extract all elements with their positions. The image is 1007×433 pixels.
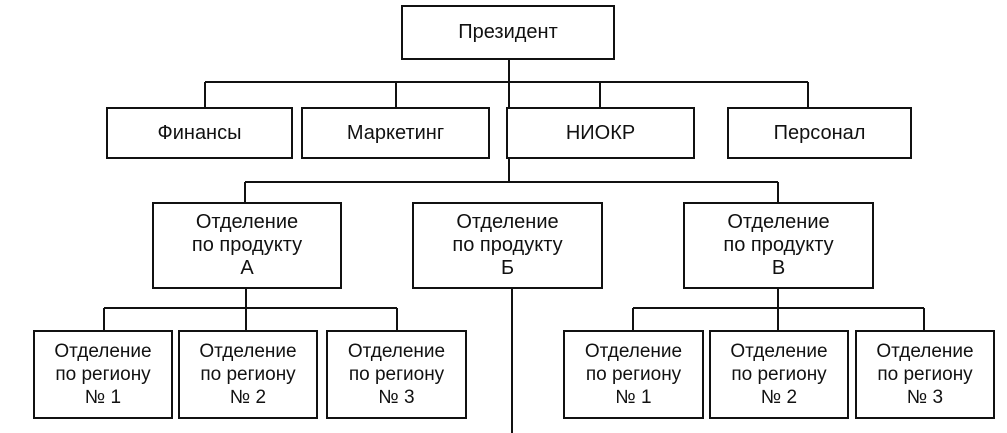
marketing-label: Маркетинг [346, 121, 445, 144]
region-v2-line3: № 2 [760, 387, 798, 408]
division-b-line3: Б [500, 257, 515, 279]
finance-box: Финансы [106, 107, 293, 159]
marketing-box: Маркетинг [301, 107, 490, 159]
region-v1-line2: по региону [585, 364, 682, 385]
region-a1-line3: № 1 [84, 387, 122, 408]
region-a1-line1: Отделение [54, 341, 152, 362]
region-v2-line1: Отделение [730, 341, 828, 362]
division-v-line1: Отделение [727, 211, 830, 233]
region-a3-line2: по региону [348, 364, 445, 385]
region-a1-line2: по региону [55, 364, 151, 385]
region-v1-line1: Отделение [584, 341, 683, 362]
region-a2-line3: № 2 [229, 387, 267, 408]
division-v-line2: по продукту [723, 234, 834, 256]
region-v3-box: Отделение по региону № 3 [855, 330, 995, 419]
personnel-box: Персонал [727, 107, 912, 159]
division-b-line1: Отделение [456, 211, 559, 233]
finance-label: Финансы [157, 121, 242, 144]
region-v3-line1: Отделение [876, 341, 974, 362]
division-a-line1: Отделение [195, 211, 299, 233]
region-a1-box: Отделение по региону № 1 [33, 330, 173, 419]
region-a3-box: Отделение по региону № 3 [326, 330, 467, 419]
region-a3-line3: № 3 [378, 387, 415, 408]
division-v-line3: В [771, 257, 786, 279]
president-label: Президент [458, 21, 558, 43]
division-v-box: Отделение по продукту В [683, 202, 874, 289]
division-b-box: Отделение по продукту Б [412, 202, 603, 289]
rnd-box: НИОКР [506, 107, 695, 159]
division-a-line3: А [240, 257, 254, 279]
region-v1-box: Отделение по региону № 1 [563, 330, 704, 419]
region-v1-line3: № 1 [615, 387, 652, 408]
president-box: Президент [401, 5, 615, 60]
region-v2-line2: по региону [731, 364, 827, 385]
personnel-label: Персонал [773, 121, 866, 144]
region-a2-line1: Отделение [199, 341, 297, 362]
region-v2-box: Отделение по региону № 2 [709, 330, 849, 419]
region-v3-line2: по региону [877, 364, 973, 385]
region-a3-line1: Отделение [347, 341, 446, 362]
region-v3-line3: № 3 [906, 387, 944, 408]
division-a-box: Отделение по продукту А [152, 202, 342, 289]
division-b-line2: по продукту [452, 234, 563, 256]
region-a2-box: Отделение по региону № 2 [178, 330, 318, 419]
rnd-label: НИОКР [565, 121, 636, 144]
region-a2-line2: по региону [200, 364, 296, 385]
division-a-line2: по продукту [191, 234, 303, 256]
